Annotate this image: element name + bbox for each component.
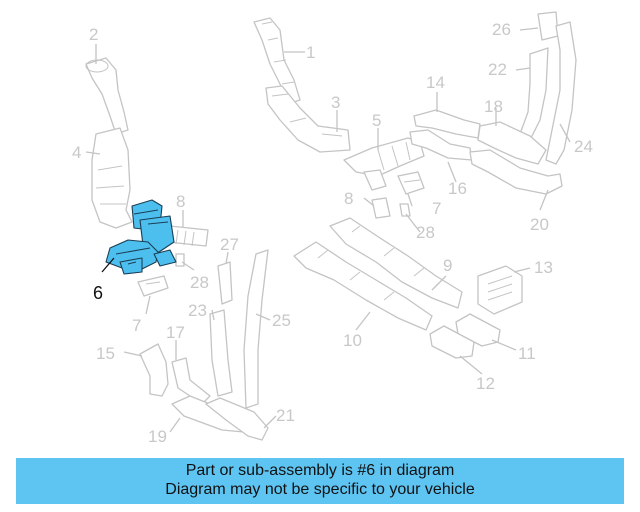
callout-28-left: 28 xyxy=(190,273,209,292)
part-8-clip-center xyxy=(371,197,391,219)
part-7-vent-left xyxy=(137,275,169,297)
callout-labels: 1 2 3 4 5 6 7 7 8 8 9 10 11 12 13 14 15 … xyxy=(72,20,593,446)
part-18-duct xyxy=(477,121,547,165)
callout-25: 25 xyxy=(272,311,291,330)
callout-13: 13 xyxy=(534,258,553,277)
callout-6: 6 xyxy=(93,283,103,303)
callout-18: 18 xyxy=(484,97,503,116)
part-6-highlighted xyxy=(105,199,177,275)
part-24-duct xyxy=(545,21,577,165)
callout-10: 10 xyxy=(343,331,362,350)
callout-7-left: 7 xyxy=(132,316,141,335)
diagram-notice-banner: Part or sub-assembly is #6 in diagram Di… xyxy=(16,458,624,504)
callout-28-center: 28 xyxy=(416,223,435,242)
callout-7-center: 7 xyxy=(432,199,441,218)
callout-4: 4 xyxy=(72,143,81,162)
part-21-duct xyxy=(205,397,269,441)
part-22-duct xyxy=(519,47,549,141)
part-3-duct xyxy=(265,85,351,153)
callout-17: 17 xyxy=(166,323,185,342)
callout-9: 9 xyxy=(443,256,452,275)
callout-5: 5 xyxy=(372,111,381,130)
callout-27: 27 xyxy=(220,235,239,254)
callout-11: 11 xyxy=(518,344,536,363)
part-9-duct xyxy=(329,217,463,309)
part-17-duct xyxy=(171,357,211,405)
notice-disclaimer: Diagram may not be specific to your vehi… xyxy=(165,481,475,498)
callout-21: 21 xyxy=(276,406,295,425)
callout-8-center: 8 xyxy=(344,189,353,208)
callout-26: 26 xyxy=(492,20,511,39)
part-7-vent-center xyxy=(397,171,425,195)
callout-1: 1 xyxy=(306,43,315,62)
callout-22: 22 xyxy=(488,60,507,79)
callout-19: 19 xyxy=(148,427,167,446)
part-13-vent xyxy=(477,265,523,315)
part-2-duct xyxy=(85,57,129,135)
callout-12: 12 xyxy=(476,374,495,393)
part-28-clip-left xyxy=(175,253,185,267)
part-20-duct xyxy=(469,149,563,195)
part-1-duct xyxy=(253,17,301,105)
part-10-duct xyxy=(293,241,433,331)
part-27-bracket xyxy=(217,261,233,305)
part-26-vent xyxy=(537,11,559,41)
callout-14: 14 xyxy=(426,73,445,92)
leader-lines xyxy=(85,27,571,433)
part-8-vent-left xyxy=(167,225,209,247)
parts-diagram: 1 2 3 4 5 6 7 7 8 8 9 10 11 12 13 14 15 … xyxy=(72,11,593,446)
part-23-duct xyxy=(209,309,233,397)
part-28-clip-center xyxy=(399,203,411,217)
part-4-duct xyxy=(91,127,133,229)
callout-2: 2 xyxy=(89,25,98,44)
part-5-unit xyxy=(343,137,425,191)
callout-20: 20 xyxy=(530,215,549,234)
callout-8-left: 8 xyxy=(176,192,185,211)
callout-3: 3 xyxy=(331,93,340,112)
part-25-duct xyxy=(243,249,269,409)
callout-15: 15 xyxy=(96,344,115,363)
callout-23: 23 xyxy=(188,301,207,320)
callout-24: 24 xyxy=(574,137,593,156)
part-12-duct xyxy=(429,325,475,359)
callout-16: 16 xyxy=(448,179,467,198)
notice-part-number: Part or sub-assembly is #6 in diagram xyxy=(185,462,455,479)
part-15-duct xyxy=(139,343,169,397)
